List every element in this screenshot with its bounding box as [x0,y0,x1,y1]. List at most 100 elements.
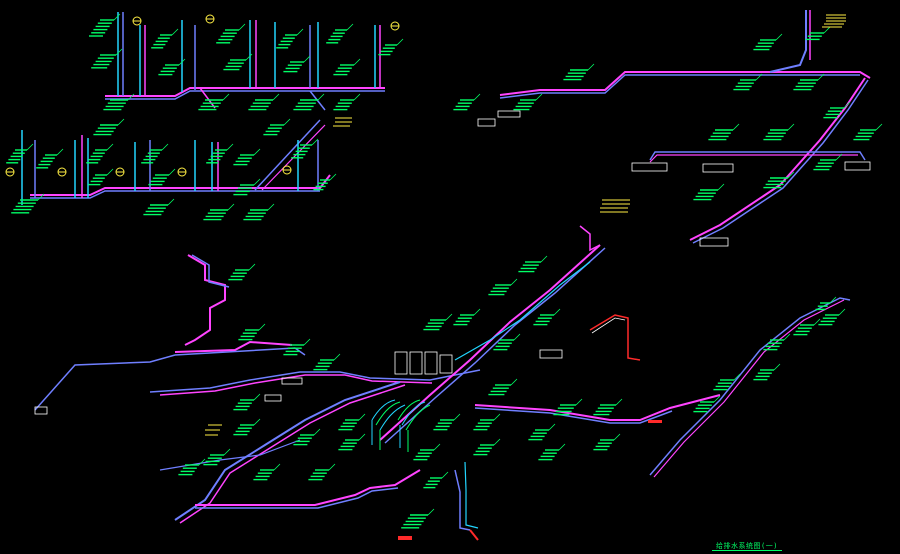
caption-underline [712,550,782,551]
label-stack [488,378,518,396]
riser-pipe [591,317,626,334]
label-stack [733,73,763,91]
label-stack [815,296,837,311]
main-pipe [474,407,673,424]
diagonal-pipe [379,244,601,441]
label-stack [753,363,781,381]
label-cluster [6,118,337,221]
main-pipe [174,381,401,521]
main-pipe [499,74,860,99]
label-stack [813,153,843,171]
label-stack [853,123,883,141]
main-pipe [105,90,385,100]
label-stack [433,413,461,431]
label-stack [413,443,441,461]
label-stack [198,93,230,111]
label-stack [453,93,481,111]
main-pipe [34,347,306,411]
label-stack [93,118,125,136]
branch-pipe [199,87,216,109]
label-stack [6,143,34,164]
label-stack [233,393,261,411]
label-stack [378,38,404,56]
label-stack [233,148,261,166]
label-cluster [453,26,883,201]
main-pipe [499,71,871,96]
branch-pipe [649,151,866,161]
label-stack [473,438,501,456]
label-stack [233,178,261,196]
label-stack [216,23,246,44]
fixture-box [34,349,563,415]
label-stack [333,93,361,111]
label-stack [86,143,114,164]
label-stack [238,323,266,341]
main-pipe [195,469,421,506]
diagonal-pipe [649,297,851,476]
label-stack [276,28,304,49]
label-stack [178,458,206,476]
label-cluster [178,255,846,529]
label-stack [693,395,721,413]
label-stack [713,373,741,391]
system-upper-right [453,10,883,247]
label-stack [763,171,795,189]
label-stack [518,255,548,273]
label-stack [818,308,846,326]
label-stack [538,443,566,461]
diagonal-pipe [653,299,845,478]
branch-pipe [649,154,858,163]
label-stack [263,118,291,136]
diagonal-pipe [384,247,606,444]
fixture-box [477,110,871,247]
system-lower [34,225,851,541]
label-stack [708,123,740,141]
label-stack [91,48,123,69]
highlight-marker [398,420,662,540]
label-stack [763,123,795,141]
label-stack [313,173,337,191]
label-stack [823,101,851,119]
label-stack [488,278,518,296]
label-stack [763,333,791,351]
label-stack [291,138,319,159]
label-stack [793,318,821,336]
main-pipe [179,384,406,524]
pipe-bundle [371,399,431,452]
label-stack [158,58,186,76]
drain-pipe [464,461,479,529]
valve-icon [132,14,400,31]
diagonal-pipe [454,261,591,361]
label-stack [593,398,623,416]
main-pipe [195,487,399,509]
label-stack [141,143,169,164]
label-stack [253,463,281,481]
label-stack [793,73,825,91]
label-stack [36,148,64,169]
return-pipe [769,10,807,73]
main-pipe [159,374,433,396]
drain-pipe [469,529,479,541]
label-stack [206,143,234,164]
label-stack [283,338,311,356]
label-stack [513,93,543,111]
label-stack [453,308,481,326]
riser-pipe [589,314,641,361]
label-stack [228,263,256,281]
label-stack [805,26,831,41]
label-cluster [89,13,404,136]
label-stack [89,13,121,37]
drain-pipe [454,469,471,531]
label-stack [293,428,321,446]
label-stack [148,168,176,186]
label-stack [338,413,366,431]
label-stack [473,413,501,431]
label-stack [528,423,556,441]
riser-pipe [579,225,601,252]
annotation-highlight [205,14,846,436]
label-stack [423,313,453,331]
label-stack [243,203,275,221]
branch-pipe [254,119,321,191]
label-stack [203,448,231,466]
